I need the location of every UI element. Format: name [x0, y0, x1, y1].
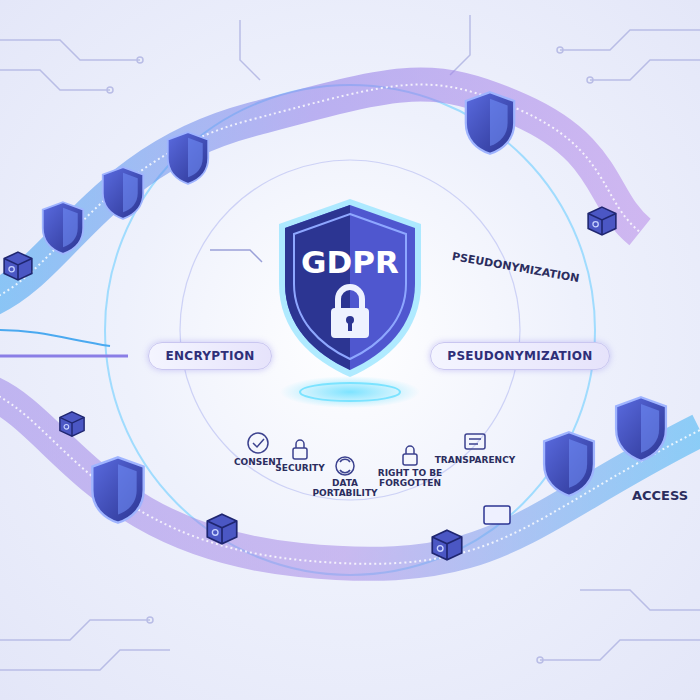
gdpr-shield: GDPR	[275, 196, 425, 380]
shield-title: GDPR	[275, 244, 425, 280]
feature-label: SECURITY	[275, 463, 324, 473]
feature-label: PSEUDONYMIZATION	[450, 251, 579, 286]
feature-label: CONSENT	[234, 457, 282, 467]
feature-label: ACCESS	[632, 489, 688, 504]
feature-label: RIGHT TO BE FORGOTTEN	[369, 468, 451, 489]
band-label: PSEUDONYMIZATION	[447, 349, 592, 363]
encryption-band: ENCRYPTION	[148, 342, 272, 370]
shield-outline	[275, 196, 425, 380]
feature-label: DATA PORTABILITY	[305, 478, 385, 499]
feature-label: TRANSPARENCY	[435, 455, 516, 465]
pseudonymization-band: PSEUDONYMIZATION	[430, 342, 610, 370]
band-label: ENCRYPTION	[165, 349, 254, 363]
